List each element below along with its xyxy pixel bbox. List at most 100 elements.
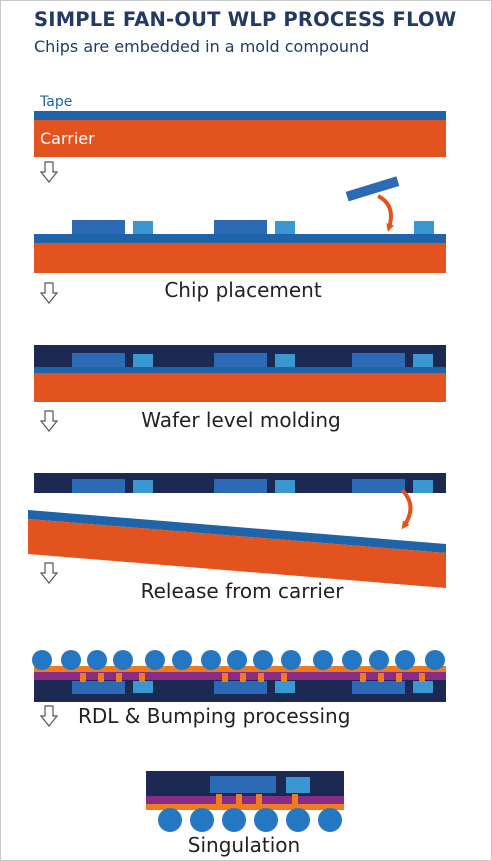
chip	[210, 776, 276, 793]
solder-bump	[369, 650, 389, 670]
chip-group	[72, 479, 433, 493]
rdl-via	[139, 673, 145, 682]
solder-bump	[222, 808, 246, 832]
rdl-via	[236, 794, 242, 804]
diagram-subtitle: Chips are embedded in a mold compound	[34, 37, 370, 56]
chip	[352, 681, 405, 694]
tape-layer	[34, 367, 446, 373]
chip-small	[275, 681, 295, 693]
rdl-via	[116, 673, 122, 682]
chip-being-placed	[345, 176, 400, 202]
rdl-via	[98, 673, 104, 682]
solder-bump	[281, 650, 301, 670]
tape-layer-tilted	[28, 510, 446, 553]
flow-arrow-icon	[39, 705, 59, 727]
solder-bump	[395, 650, 415, 670]
rdl-via	[240, 673, 246, 682]
tape-label: Tape	[39, 94, 72, 110]
carrier-layer	[34, 120, 446, 157]
carrier-layer	[34, 243, 446, 273]
carrier-layer-tilted	[28, 519, 446, 588]
chip	[352, 479, 405, 493]
chip-small	[286, 777, 310, 793]
rdl-via	[378, 673, 384, 682]
flow-arrow-icon	[39, 161, 59, 183]
step-label: Wafer level molding	[141, 408, 341, 432]
chip-group	[72, 681, 433, 694]
step-label: RDL & Bumping processing	[78, 704, 350, 728]
chip-small	[413, 480, 433, 493]
stage-release-carrier: Release from carrier	[28, 473, 446, 603]
stage-wafer-molding: Wafer level molding	[34, 345, 446, 432]
rdl-via	[419, 673, 425, 682]
stage-rdl-bumping: RDL & Bumping processing	[32, 650, 446, 728]
carrier-layer	[34, 373, 446, 402]
chip-group	[72, 176, 434, 234]
rdl-vias	[216, 794, 298, 804]
rdl-vias	[80, 673, 425, 682]
solder-bump	[145, 650, 165, 670]
flow-arrow-icon	[39, 282, 59, 304]
solder-bumps	[32, 650, 445, 670]
solder-bump	[286, 808, 310, 832]
rdl-via	[222, 673, 228, 682]
solder-bump	[32, 650, 52, 670]
stage-singulation: Singulation	[146, 771, 344, 857]
stage-tape-carrier: Tape Carrier	[34, 94, 446, 157]
solder-bump	[172, 650, 192, 670]
step-label: Release from carrier	[141, 579, 345, 603]
carrier-label: Carrier	[40, 129, 95, 148]
solder-bumps	[158, 808, 342, 832]
solder-bump	[87, 650, 107, 670]
solder-bump	[158, 808, 182, 832]
chip	[72, 479, 125, 493]
flow-arrow-icon	[39, 562, 59, 584]
chip-small	[133, 221, 153, 234]
rdl-orange-layer	[146, 804, 344, 810]
solder-bump	[227, 650, 247, 670]
solder-bump	[425, 650, 445, 670]
step-label: Chip placement	[164, 278, 322, 302]
solder-bump	[113, 650, 133, 670]
solder-bump	[61, 650, 81, 670]
chip	[72, 220, 125, 234]
chip	[72, 353, 125, 367]
chip	[352, 353, 405, 367]
solder-bump	[201, 650, 221, 670]
chip-small	[275, 221, 295, 234]
rdl-via	[256, 794, 262, 804]
rdl-via	[360, 673, 366, 682]
solder-bump	[313, 650, 333, 670]
solder-bump	[253, 650, 273, 670]
stage-chip-placement: Chip placement	[34, 176, 446, 302]
solder-bump	[190, 808, 214, 832]
chip-small	[133, 354, 153, 367]
step-label: Singulation	[188, 833, 300, 857]
release-arrow-icon	[400, 488, 413, 530]
solder-bump	[342, 650, 362, 670]
chip	[214, 479, 267, 493]
chip-small	[413, 681, 433, 693]
chip-small	[133, 480, 153, 493]
chip-small	[413, 354, 433, 367]
chip	[214, 220, 267, 234]
rdl-via	[396, 673, 402, 682]
placement-arrow-icon	[377, 194, 394, 232]
chip-small	[275, 354, 295, 367]
rdl-purple-layer	[146, 796, 344, 804]
solder-bump	[318, 808, 342, 832]
tape-layer	[34, 234, 446, 243]
flow-arrow-icon	[39, 410, 59, 432]
diagram-title: SIMPLE FAN-OUT WLP PROCESS FLOW	[34, 8, 457, 31]
rdl-via	[258, 673, 264, 682]
chip	[72, 681, 125, 694]
rdl-via	[292, 794, 298, 804]
chip-group	[72, 353, 433, 367]
chip-small	[133, 681, 153, 693]
chip	[214, 681, 267, 694]
chip-small	[275, 480, 295, 493]
rdl-via	[216, 794, 222, 804]
chip	[214, 353, 267, 367]
solder-bump	[254, 808, 278, 832]
